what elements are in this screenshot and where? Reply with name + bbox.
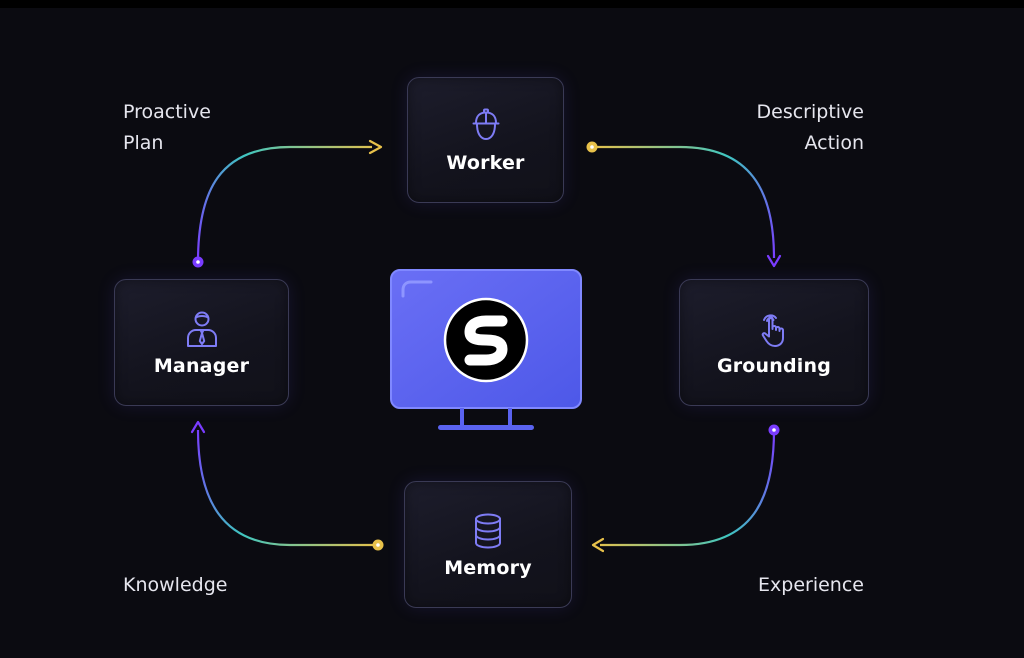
logo-s-mark	[464, 315, 508, 366]
node-label: Worker	[446, 152, 525, 174]
node-label: Grounding	[716, 354, 832, 377]
label-line: Action	[804, 132, 864, 154]
label-proactive-plan: Proactive Plan	[123, 97, 211, 159]
top-band	[0, 0, 1024, 8]
arrow-memory-to-manager	[190, 420, 384, 551]
arrow-manager-to-worker	[192, 139, 383, 268]
node-worker: Worker	[407, 77, 564, 203]
manager-person-icon	[186, 311, 217, 347]
hard-hat-worker-icon	[472, 108, 499, 140]
node-grounding: Grounding	[679, 279, 869, 406]
label-line: Proactive	[123, 101, 211, 123]
monitor-logo-icon	[390, 269, 582, 430]
label-line: Descriptive	[756, 101, 864, 123]
node-label: Memory	[444, 556, 532, 579]
arrow-worker-to-grounding	[586, 141, 782, 268]
node-memory: Memory	[404, 481, 572, 608]
pointing-hand-icon	[761, 313, 784, 347]
label-knowledge: Knowledge	[123, 574, 228, 596]
database-icon	[475, 513, 501, 548]
arrow-grounding-to-memory	[591, 424, 780, 553]
label-line: Plan	[123, 132, 164, 154]
node-label: Manager	[153, 354, 250, 377]
label-descriptive-action: Descriptive Action	[757, 97, 864, 159]
node-manager: Manager	[114, 279, 289, 406]
label-experience: Experience	[758, 574, 864, 596]
